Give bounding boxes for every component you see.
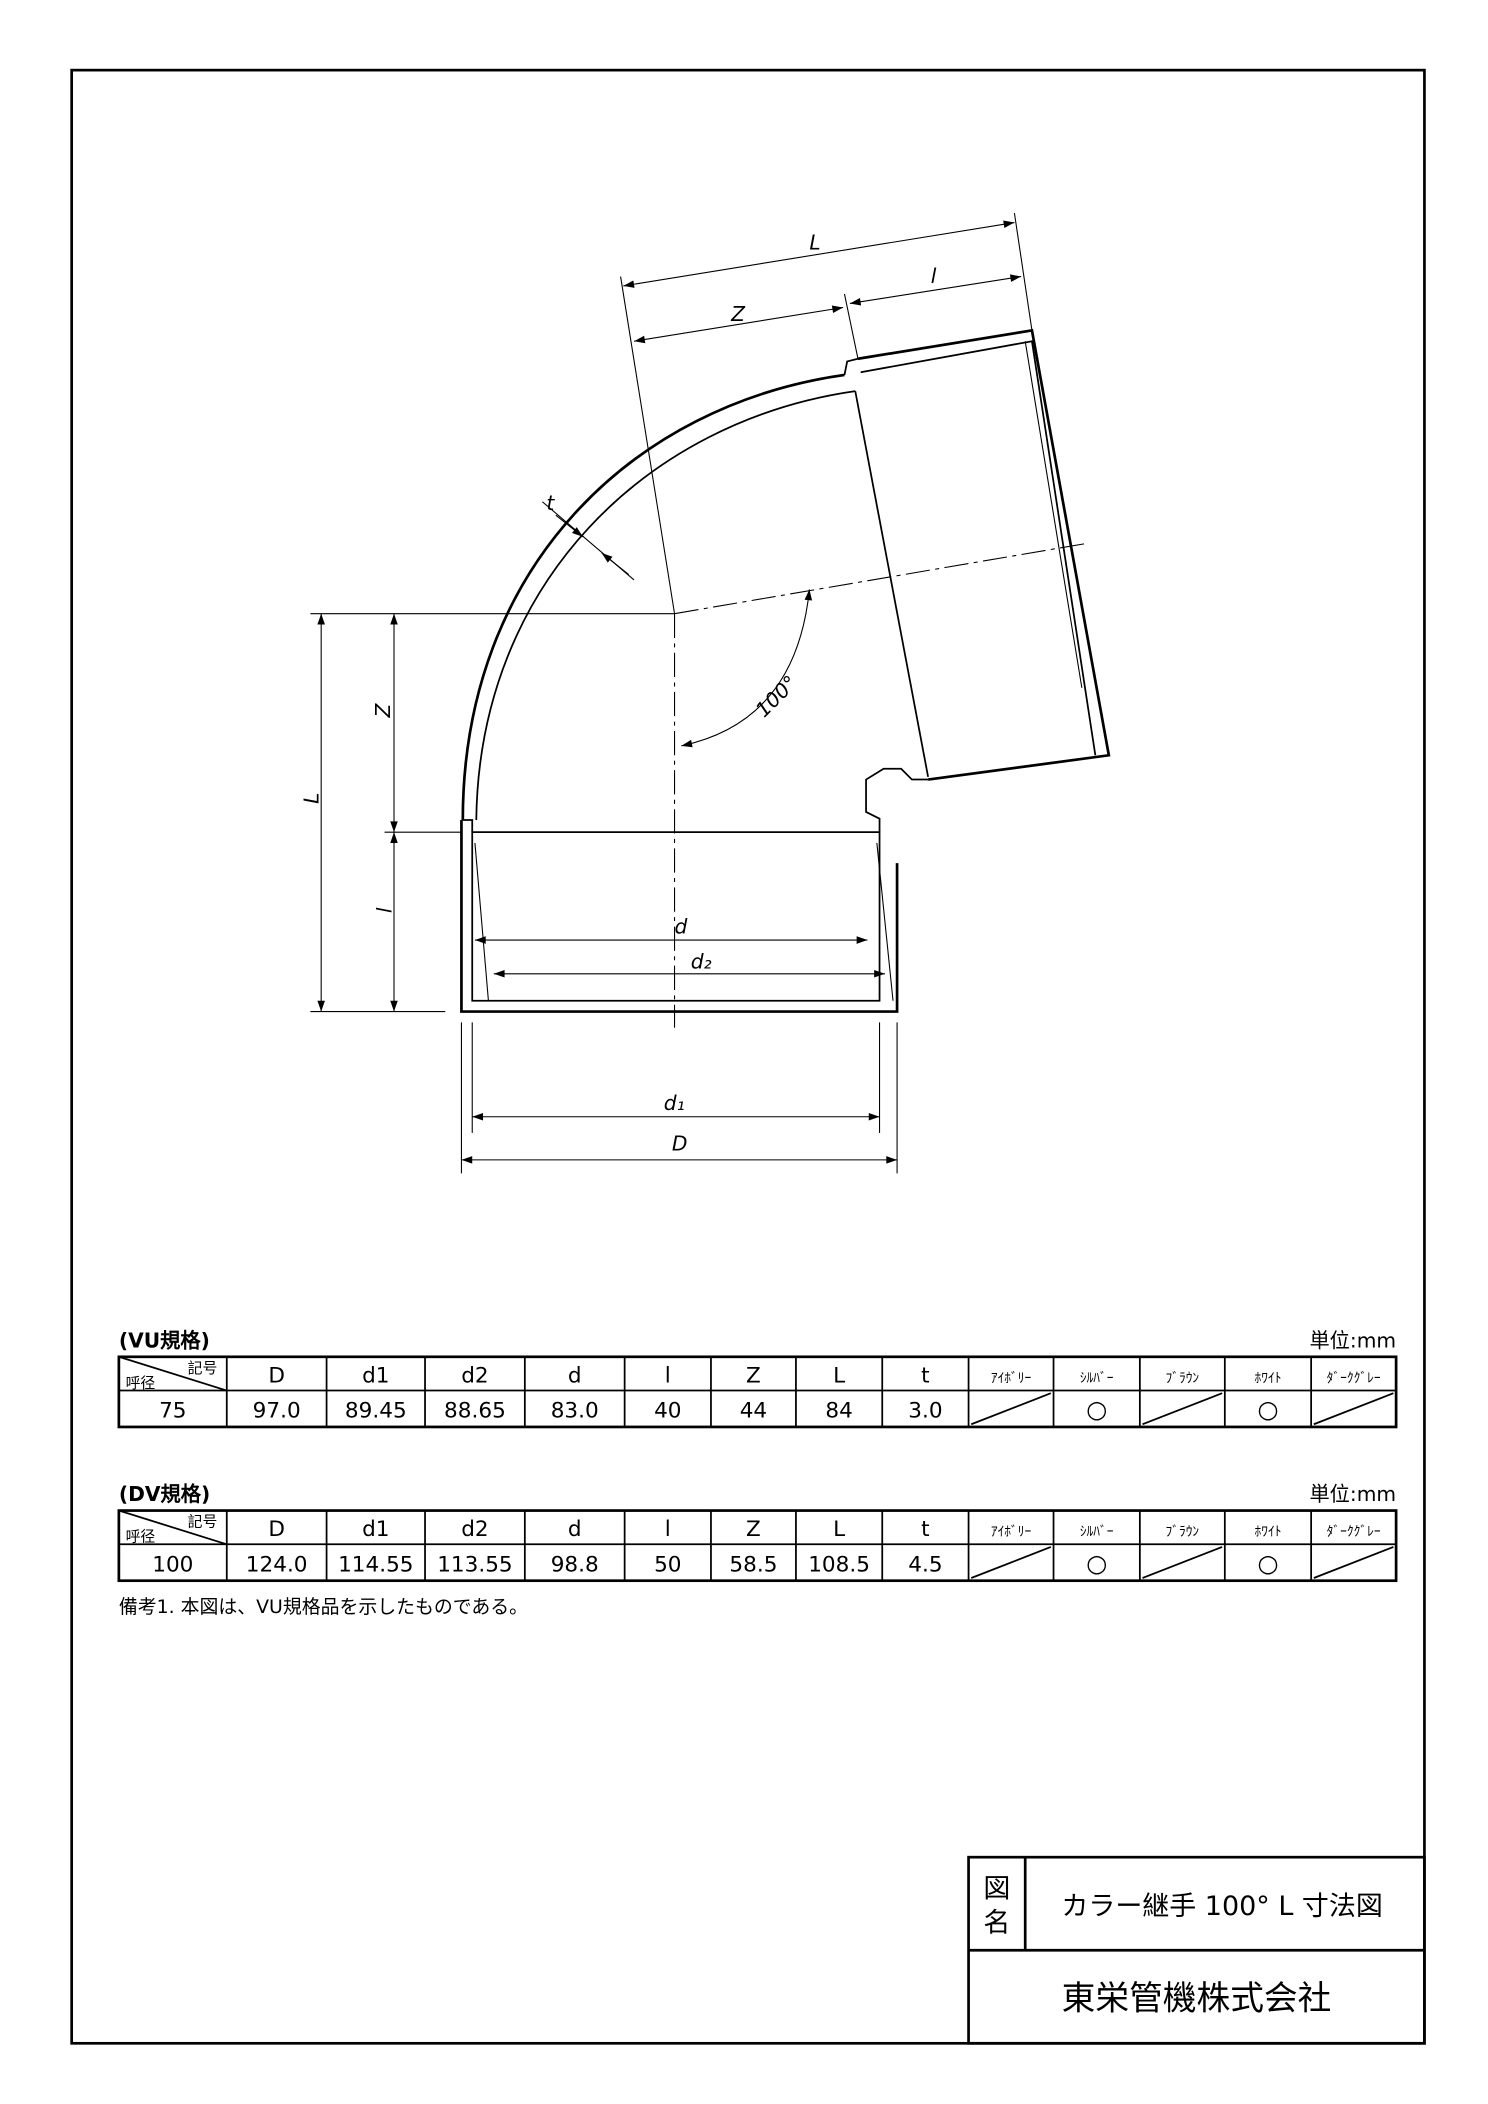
dim-label-Z-top: Z (730, 302, 746, 326)
dim-label-d: d (675, 914, 688, 938)
dim-label-L-top: L (809, 231, 820, 255)
elbow-outer-wall (461, 373, 845, 821)
table-border (117, 1355, 1398, 1429)
column-header: d2 (461, 1363, 488, 1388)
dim-label-L-left: L (299, 793, 323, 804)
value-cell: 3.0 (908, 1399, 942, 1424)
dim-angle (681, 589, 813, 748)
available-mark: ○ (1086, 1548, 1107, 1577)
column-header: d (568, 1517, 582, 1542)
upper-socket (857, 328, 1111, 781)
column-header: d1 (362, 1363, 389, 1388)
value-cell: 40 (654, 1399, 681, 1424)
not-available-slash (1142, 1392, 1223, 1426)
value-cell: 108.5 (808, 1552, 870, 1577)
column-header: ｼﾙﾊﾞｰ (1080, 1370, 1114, 1386)
column-header: ﾎﾜｲﾄ (1255, 1524, 1282, 1540)
note-text: 備考1. 本図は、VU規格品を示したものである。 (119, 1596, 528, 1618)
dim-label-t: t (546, 491, 555, 515)
center-line-axis (674, 543, 1086, 615)
dim-label-angle: 100° (751, 671, 802, 722)
value-cell: 98.8 (551, 1552, 599, 1577)
available-mark: ○ (1257, 1548, 1278, 1577)
not-available-slash (970, 1546, 1052, 1579)
fitting-drawing: L Z l t 100° L Z l d d₂ d₁ D (299, 213, 1111, 1174)
column-header: d (568, 1363, 582, 1388)
corner-label-symbol: 記号 (188, 1514, 218, 1531)
column-header: l (665, 1363, 671, 1388)
drawing-name: カラー継手 100° L 寸法図 (1061, 1891, 1382, 1922)
unit-label: 単位:mm (1309, 1482, 1396, 1506)
dim-label-d1: d₁ (664, 1091, 685, 1115)
column-header: L (833, 1517, 845, 1542)
title-label-1: 図 (983, 1874, 1010, 1905)
dim-Z-top (633, 305, 844, 344)
corner-label-nominal: 呼径 (126, 1529, 156, 1546)
column-header: ﾀﾞｰｸｸﾞﾚｰ (1327, 1370, 1381, 1386)
not-available-slash (1313, 1392, 1394, 1426)
column-header: t (921, 1517, 929, 1542)
corner-label-symbol: 記号 (188, 1360, 218, 1377)
value-cell: 113.55 (437, 1552, 512, 1577)
available-mark: ○ (1086, 1395, 1107, 1424)
value-cell: 97.0 (253, 1399, 301, 1424)
title-label-2: 名 (983, 1907, 1010, 1938)
column-header: L (833, 1363, 845, 1388)
not-available-slash (1142, 1546, 1223, 1579)
column-header: ｼﾙﾊﾞｰ (1080, 1524, 1114, 1540)
column-header: d1 (362, 1517, 389, 1542)
column-header: D (268, 1363, 285, 1388)
elbow-inner-wall (475, 390, 856, 821)
column-header: ｱｲﾎﾞﾘｰ (991, 1524, 1032, 1540)
value-cell: 84 (825, 1399, 852, 1424)
column-header: ﾀﾞｰｸｸﾞﾚｰ (1327, 1524, 1381, 1540)
title-block: 図 名 カラー継手 100° L 寸法図 東栄管機株式会社 (967, 1855, 1426, 2045)
column-header: ﾎﾜｲﾄ (1255, 1370, 1282, 1386)
dim-label-Z-left: Z (371, 703, 395, 719)
value-cell: 89.45 (345, 1399, 407, 1424)
column-header: t (921, 1363, 929, 1388)
column-header: ﾌﾞﾗｳﾝ (1165, 1370, 1199, 1386)
not-available-slash (970, 1392, 1052, 1426)
corner-diagonal (118, 1355, 228, 1392)
dim-l-top (849, 274, 1022, 306)
table-border (117, 1509, 1398, 1583)
dim-label-d2: d₂ (691, 949, 712, 973)
column-header: Z (746, 1363, 761, 1388)
lower-socket (460, 820, 899, 1013)
value-cell: 88.65 (444, 1399, 506, 1424)
not-available-slash (1313, 1546, 1394, 1579)
value-cell: 83.0 (551, 1399, 599, 1424)
dim-label-l-top: l (931, 264, 937, 288)
table-title: (DV規格) (119, 1482, 210, 1506)
table-title: (VU規格) (119, 1328, 210, 1352)
value-cell: 114.55 (338, 1552, 413, 1577)
value-cell: 4.5 (908, 1552, 942, 1577)
corner-diagonal (118, 1509, 228, 1546)
column-header: d2 (461, 1517, 488, 1542)
value-cell: 44 (740, 1399, 767, 1424)
nominal-size-cell: 75 (159, 1399, 186, 1424)
column-header: Z (746, 1517, 761, 1542)
value-cell: 50 (654, 1552, 681, 1577)
company-name: 東栄管機株式会社 (1062, 1979, 1332, 2018)
sheet-border (70, 68, 1426, 2045)
dim-L-top (623, 220, 1015, 288)
dim-label-D: D (672, 1131, 688, 1155)
nominal-size-cell: 100 (152, 1552, 193, 1577)
column-header: ﾌﾞﾗｳﾝ (1165, 1524, 1199, 1540)
column-header: l (665, 1517, 671, 1542)
column-header: ｱｲﾎﾞﾘｰ (991, 1370, 1032, 1386)
column-header: D (268, 1517, 285, 1542)
corner-label-nominal: 呼径 (126, 1375, 156, 1392)
unit-label: 単位:mm (1309, 1328, 1396, 1352)
value-cell: 124.0 (246, 1552, 308, 1577)
available-mark: ○ (1257, 1395, 1278, 1424)
value-cell: 58.5 (729, 1552, 777, 1577)
dim-label-l-left: l (372, 907, 396, 913)
